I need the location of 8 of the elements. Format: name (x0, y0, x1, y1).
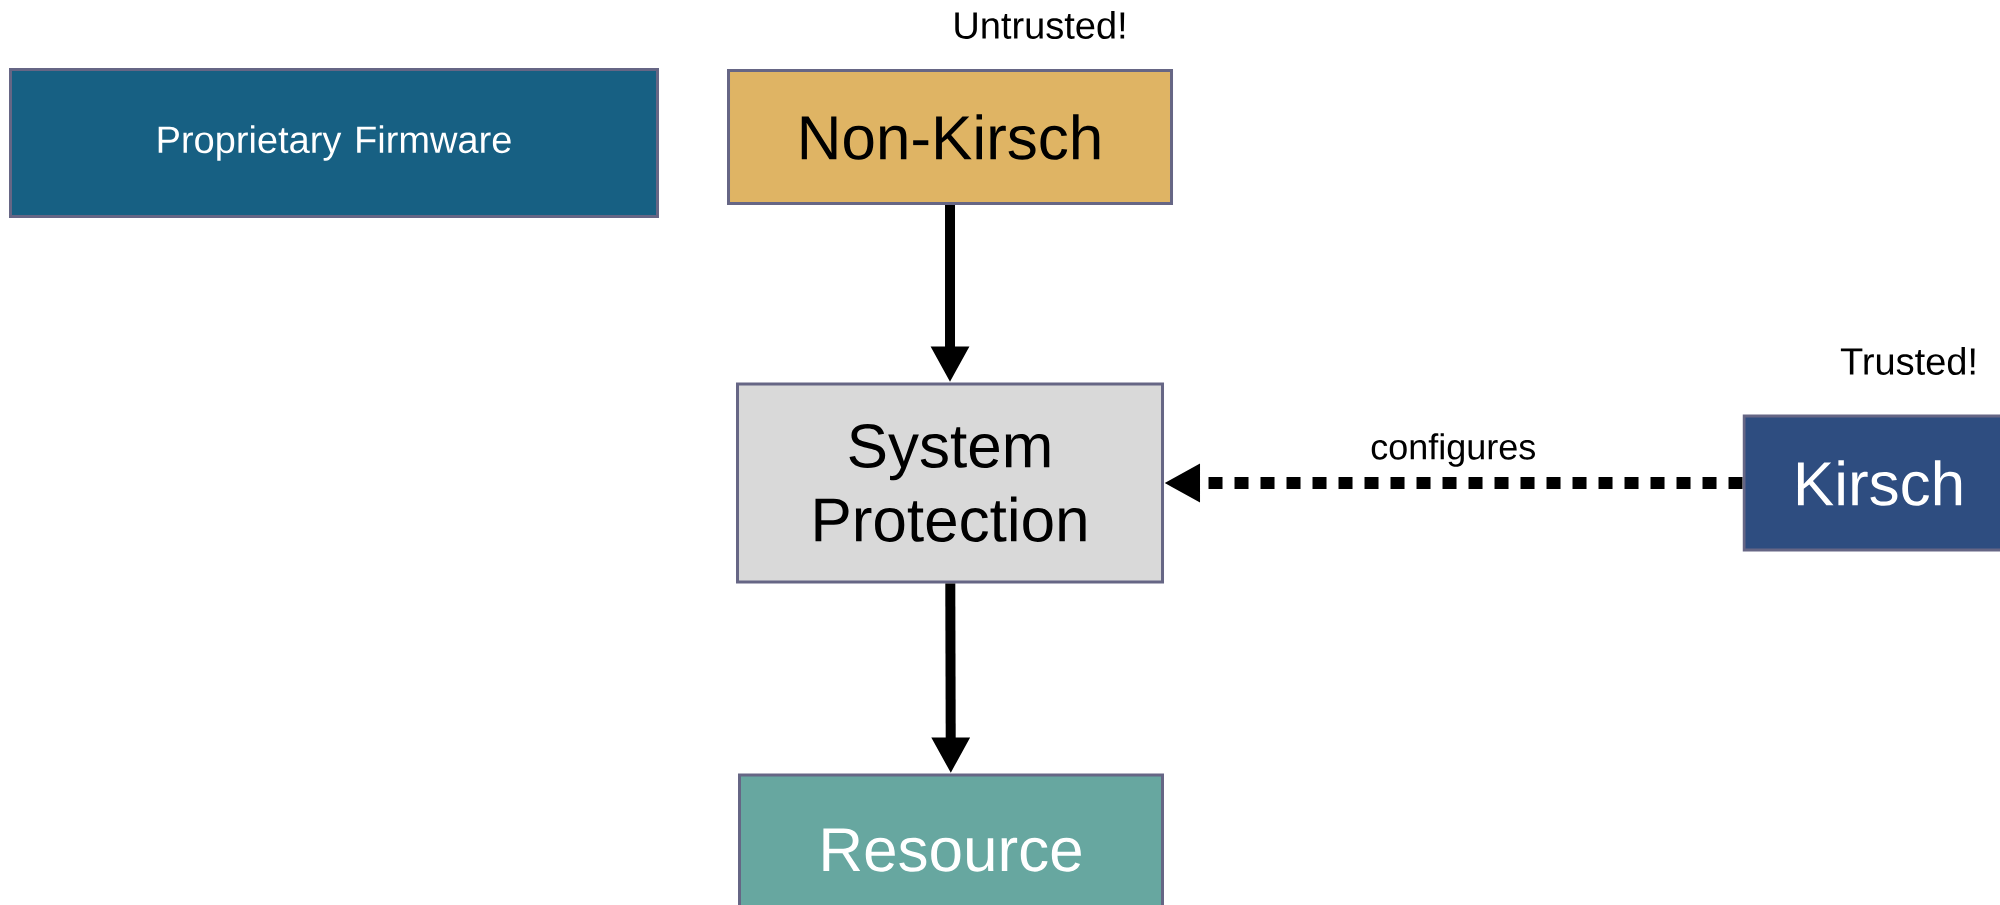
component-box: Non-Kirsch (727, 69, 1173, 205)
resource-box: Resource (738, 773, 1164, 905)
note-text: Untrusted! (955, 11, 1125, 39)
protection-box: System Protection (736, 382, 1164, 584)
edge-label: configures (1371, 433, 1535, 467)
note-text: Trusted! (1840, 347, 1975, 375)
component-box: Kirsch (1742, 414, 2000, 552)
firmware-box: Proprietary Firmware (9, 68, 659, 218)
